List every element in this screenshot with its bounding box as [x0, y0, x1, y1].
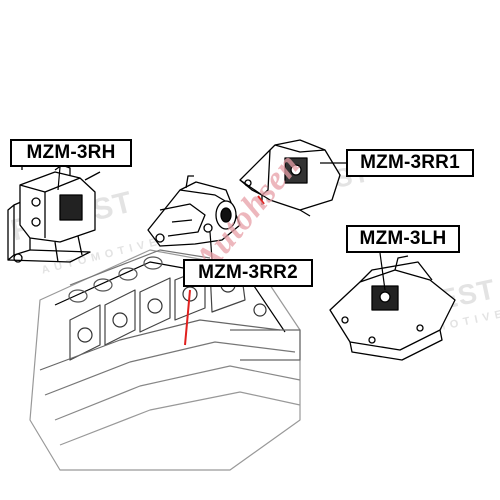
- leader-lh: [379, 252, 386, 291]
- leader-rr2: [209, 231, 213, 260]
- mount-rr1-drawing: [239, 139, 341, 217]
- label-mzm-3lh: MZM-3LH: [346, 225, 460, 253]
- mount-lh-drawing: [329, 255, 456, 361]
- mount-rh-drawing: [7, 157, 101, 263]
- mount-rr2-drawing: [147, 175, 241, 247]
- red-accent-mark: [184, 195, 265, 346]
- label-mzm-3rh: MZM-3RH: [10, 139, 132, 167]
- leader-lines: [57, 162, 386, 291]
- leader-rh: [57, 166, 61, 191]
- label-mzm-3rr2: MZM-3RR2: [183, 259, 313, 287]
- label-mzm-3rr1: MZM-3RR1: [346, 149, 474, 177]
